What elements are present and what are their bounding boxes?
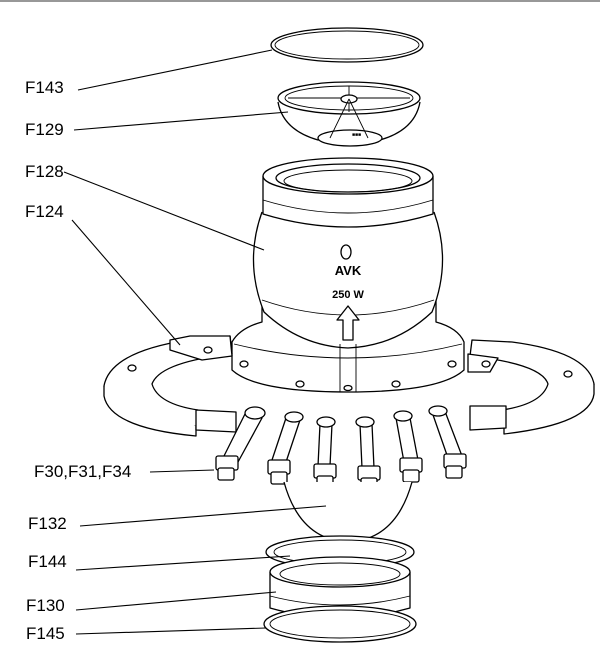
part-f124-right-flange — [467, 339, 595, 435]
label-f132: F132 — [28, 514, 67, 533]
part-f143-o-ring — [270, 27, 424, 63]
bolt-5 — [393, 410, 423, 483]
leader-f30-f31-f34 — [149, 469, 215, 473]
leader-f128 — [63, 171, 265, 251]
part-f130-seat-ring — [269, 556, 411, 619]
part-f145-o-ring — [263, 605, 417, 643]
leader-f129 — [73, 111, 289, 131]
label-f30-f31-f34: F30,F31,F34 — [34, 462, 132, 481]
leader-f143 — [77, 49, 273, 91]
body-logo-text: AVK — [335, 263, 362, 278]
leader-f124 — [71, 219, 181, 346]
leader-f130 — [75, 591, 277, 611]
body-model-text: 250 W — [332, 289, 364, 301]
bolt-2 — [267, 411, 304, 485]
part-f124-left-flange — [103, 335, 237, 437]
part-f129-seat: ■■■ — [277, 81, 421, 147]
part-f30-f31-f34-bolts — [215, 405, 467, 491]
label-f129: F129 — [25, 120, 64, 139]
leader-f144 — [75, 555, 291, 571]
bolt-1 — [215, 406, 266, 481]
bolt-6 — [428, 405, 467, 479]
bolt-3 — [313, 416, 337, 489]
leader-f132 — [79, 505, 327, 527]
label-f143: F143 — [25, 78, 64, 97]
label-f124: F124 — [25, 202, 64, 221]
leader-lines — [63, 49, 327, 635]
leader-f145 — [75, 627, 267, 635]
bolt-4 — [355, 416, 381, 491]
label-f145: F145 — [26, 624, 65, 643]
label-f128: F128 — [25, 162, 64, 181]
label-f130: F130 — [26, 596, 65, 615]
part-f128-body: AVK 250 W — [231, 157, 465, 393]
svg-text:■■■: ■■■ — [352, 132, 361, 138]
part-f132-ball — [283, 481, 413, 543]
label-f144: F144 — [28, 552, 67, 571]
